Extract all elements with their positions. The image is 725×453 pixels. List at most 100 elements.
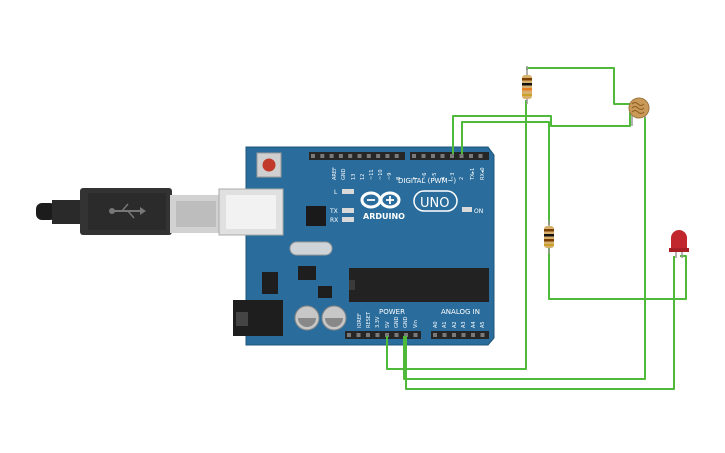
header-pin[interactable] — [421, 154, 426, 158]
header-pin[interactable] — [413, 333, 418, 337]
header-pin[interactable] — [461, 333, 466, 337]
status-leds — [342, 189, 472, 222]
pin-label: ~11 — [369, 169, 375, 180]
header-pin[interactable] — [394, 154, 399, 158]
digital-label: DIGITAL (PWM~) — [398, 177, 456, 185]
header-pin[interactable] — [394, 333, 399, 337]
header-pin[interactable] — [311, 154, 315, 158]
usb-cable[interactable] — [36, 188, 220, 235]
header-pin[interactable] — [376, 154, 381, 158]
pin-label: ~5 — [432, 173, 438, 180]
pin-label: 2 — [459, 177, 465, 180]
pin-label: RESET — [366, 311, 372, 328]
pin-label: A4 — [471, 321, 477, 328]
wire-resistor1-5v[interactable] — [386, 100, 527, 370]
pin-label: 4 — [441, 177, 447, 180]
brand-label: ARDUINO — [363, 212, 405, 221]
photoresistor[interactable] — [628, 97, 650, 126]
header-pin[interactable] — [385, 333, 389, 337]
header-pin[interactable] — [433, 333, 437, 337]
reset-button[interactable] — [256, 152, 282, 178]
wire-pin2-ldr[interactable] — [452, 112, 631, 154]
arduino-infinity-logo — [360, 191, 401, 209]
analog-header[interactable] — [431, 331, 489, 339]
header-pin[interactable] — [452, 333, 456, 337]
red-led[interactable] — [669, 230, 689, 258]
header-pin[interactable] — [459, 154, 464, 158]
pin-label: ~6 — [422, 173, 428, 180]
pin-label: Vin — [413, 320, 419, 328]
pin-label: 5V — [385, 321, 391, 328]
header-pin[interactable] — [366, 333, 370, 337]
power-jack — [233, 300, 283, 336]
usb-icon — [109, 203, 146, 219]
uno-badge: UNO — [413, 190, 458, 212]
pin-label: RX◂0 — [480, 167, 486, 180]
header-pin[interactable] — [478, 154, 483, 158]
atmega-chip — [349, 268, 489, 302]
voltage-regulator — [262, 272, 278, 294]
header-pin[interactable] — [404, 333, 408, 337]
header-pin[interactable] — [440, 154, 445, 158]
pin-label: ~3 — [450, 173, 456, 180]
usb-chip — [306, 206, 326, 226]
led-tx-label: TX — [329, 208, 338, 215]
header-pin[interactable] — [348, 154, 353, 158]
crystal-oscillator — [289, 241, 333, 256]
arduino-uno-board[interactable]: L TX RX ON ARDUINO UNO DIGITAL (PWM~) AR… — [218, 146, 495, 346]
analog-label: ANALOG IN — [441, 308, 480, 316]
pin-label: A5 — [480, 321, 486, 328]
pin-label: GND — [341, 168, 347, 180]
pin-label: TX▸1 — [470, 168, 476, 181]
pin-label: A3 — [461, 321, 467, 328]
header-pin[interactable] — [480, 333, 485, 337]
header-pin[interactable] — [442, 333, 447, 337]
pin-label: GND — [394, 316, 400, 328]
pin-label: ~9 — [387, 173, 393, 180]
capacitor-1 — [294, 305, 320, 331]
header-pin[interactable] — [385, 154, 390, 158]
pin-label: A1 — [442, 321, 448, 328]
pin-label: 12 — [360, 174, 366, 180]
wire-resistor2-led[interactable] — [548, 248, 687, 300]
header-pin[interactable] — [412, 154, 416, 158]
svg-text:UNO: UNO — [420, 196, 449, 211]
header-pin[interactable] — [356, 333, 361, 337]
header-pin[interactable] — [366, 154, 371, 158]
wire-ldr-gnd[interactable] — [403, 117, 646, 380]
pin-label: 7 — [413, 177, 419, 180]
header-pin[interactable] — [357, 154, 362, 158]
pin-label: IOREF — [357, 313, 363, 328]
pin-label: GND — [403, 316, 409, 328]
header-pin[interactable] — [329, 154, 334, 158]
power-label: POWER — [379, 308, 405, 316]
led-l-label: L — [334, 189, 338, 196]
header-pin[interactable] — [347, 333, 351, 337]
capacitor-2 — [321, 305, 347, 331]
header-pin[interactable] — [471, 333, 475, 337]
header-pin[interactable] — [338, 154, 343, 158]
pin-label: AREF — [332, 167, 338, 180]
wire-resistor1-ldr[interactable] — [526, 67, 632, 105]
pin-label: A2 — [452, 321, 458, 328]
pin-label: 3.3V — [375, 316, 381, 328]
resistor-2[interactable] — [544, 220, 554, 254]
resistor-1[interactable] — [522, 66, 532, 104]
wire-pin3-resistor2[interactable] — [461, 121, 550, 225]
digital-header[interactable] — [309, 152, 489, 160]
header-pin[interactable] — [469, 154, 473, 158]
pin-label: A0 — [433, 321, 439, 328]
header-pin[interactable] — [431, 154, 435, 158]
wire-led-gnd[interactable] — [405, 256, 675, 390]
header-pin[interactable] — [375, 333, 380, 337]
header-pin[interactable] — [450, 154, 454, 158]
pin-label: 8 — [396, 177, 402, 180]
pin-label: 13 — [351, 174, 357, 180]
pin-label: ~10 — [378, 169, 384, 180]
header-pin[interactable] — [320, 154, 325, 158]
power-header[interactable] — [345, 331, 421, 339]
